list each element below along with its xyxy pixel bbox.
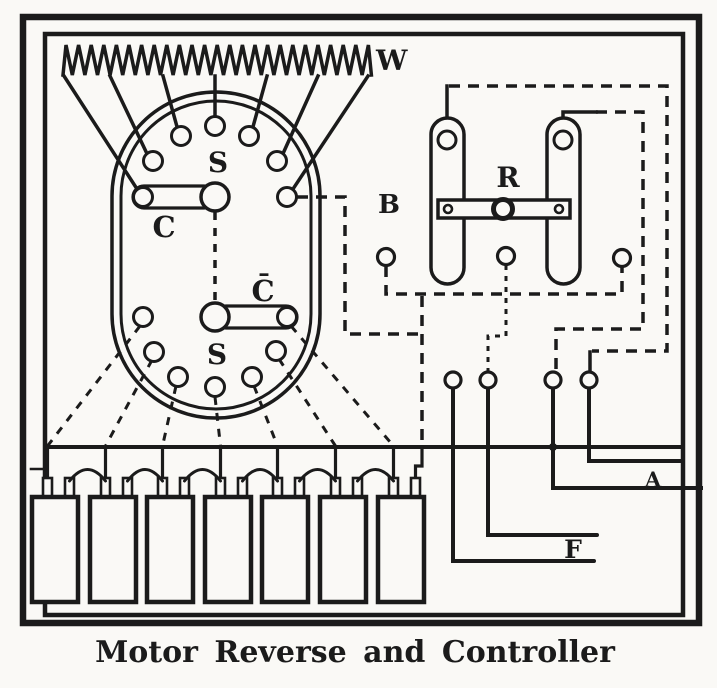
label-f: F <box>564 535 582 564</box>
terminal <box>375 246 397 268</box>
terminal-posts <box>375 245 633 390</box>
dashed-wire <box>297 195 420 336</box>
contact-point <box>167 366 189 388</box>
blade-eye-left <box>436 129 458 151</box>
dashed-wire <box>161 385 178 447</box>
dashed-routing-wires <box>297 84 669 446</box>
reverse-switch <box>429 116 582 286</box>
wire <box>290 73 371 192</box>
contact-point <box>143 341 165 363</box>
label-s-lower: S <box>207 338 227 371</box>
label-a: A <box>644 467 662 492</box>
wire <box>413 445 424 480</box>
crossbar-rivet <box>553 203 565 215</box>
terminal <box>579 370 599 390</box>
field-wire <box>451 387 596 563</box>
contact-point <box>265 340 287 362</box>
wire <box>561 110 598 120</box>
contact-point <box>204 376 226 398</box>
battery-string <box>29 468 427 605</box>
label-s-upper: S <box>208 146 228 179</box>
label-b: B <box>378 190 400 220</box>
terminal <box>495 245 517 267</box>
wire <box>160 73 182 137</box>
label-c-lower: C̄ <box>251 273 274 308</box>
battery-cell <box>144 494 196 605</box>
resistor-zigzag <box>61 44 374 77</box>
switch-pivot <box>491 197 515 221</box>
battery-cell <box>29 494 81 605</box>
inner-border <box>42 31 686 618</box>
contact-point <box>170 125 192 147</box>
cell-jumper <box>298 468 337 483</box>
contact-point <box>266 150 288 172</box>
armature-wire <box>551 387 703 490</box>
contact-point <box>241 366 263 388</box>
wire <box>278 73 321 161</box>
battery-cell <box>375 494 427 605</box>
contact-point <box>132 306 154 328</box>
dashed-wire <box>289 325 395 447</box>
cell-jumper <box>126 468 164 483</box>
arm-pivot <box>199 301 231 333</box>
field-wire <box>486 387 599 537</box>
dashed-wire <box>384 266 624 296</box>
outer-border <box>19 13 703 627</box>
label-r: R <box>496 161 520 194</box>
blade-eye-right <box>552 129 574 151</box>
drum-inner-ring <box>119 99 313 411</box>
cell-jumper <box>241 468 279 483</box>
battery-cell <box>317 494 369 605</box>
label-w: W <box>375 44 408 77</box>
wire-junction <box>549 443 557 451</box>
contact-point <box>238 125 260 147</box>
dashed-wire <box>449 84 669 353</box>
battery-bus-wire <box>43 387 685 463</box>
arm-pivot <box>199 181 231 213</box>
contact-point <box>276 186 298 208</box>
controller-drum <box>110 90 322 420</box>
battery-cell <box>259 494 311 605</box>
contact-point <box>204 115 226 137</box>
label-c-upper: C <box>152 210 175 244</box>
upper-contact-arm <box>131 181 231 213</box>
dashed-wire <box>213 396 222 447</box>
terminal <box>443 370 463 390</box>
lower-contact-arm <box>199 301 299 333</box>
battery-cell <box>87 494 139 605</box>
drum-outer-ring <box>110 90 322 420</box>
cell-jumper <box>356 468 395 483</box>
terminal <box>543 370 563 390</box>
figure-caption: Motor Reverse and Controller <box>95 635 616 670</box>
wire <box>61 73 140 192</box>
contact-point <box>142 150 164 172</box>
arm-tip <box>276 306 298 328</box>
dashed-wire <box>252 385 279 447</box>
terminal <box>611 247 633 269</box>
terminal <box>478 370 498 390</box>
diagram-labels: W S C C̄ S B R A F <box>152 44 661 564</box>
cell-jumper <box>68 468 107 483</box>
cell-jumper <box>183 468 222 483</box>
solid-wires <box>29 84 703 563</box>
arm-tip <box>132 186 154 208</box>
battery-cell <box>202 494 254 605</box>
diagram-frame <box>19 13 703 627</box>
dashed-wire <box>277 358 337 447</box>
wire <box>107 73 153 163</box>
crossbar-rivet <box>442 203 454 215</box>
dashed-wire <box>486 265 508 371</box>
contact-studs <box>132 115 298 398</box>
dashed-wire <box>554 110 645 371</box>
wire <box>248 73 270 137</box>
